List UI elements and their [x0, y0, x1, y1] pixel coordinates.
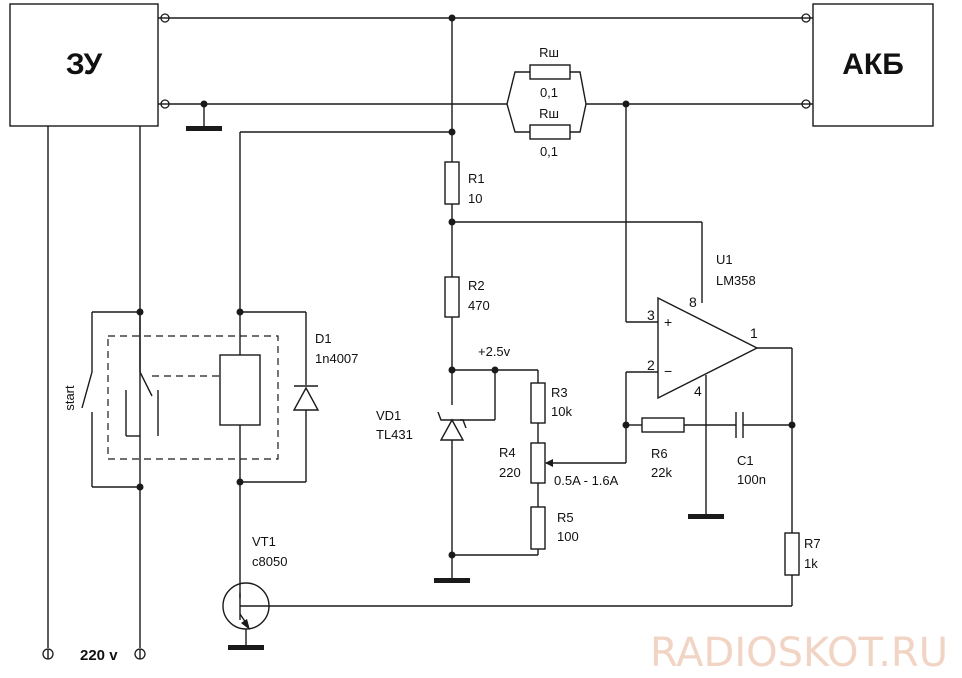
- pin-2: 2: [647, 357, 655, 373]
- bottom-rail: [158, 99, 813, 131]
- vt1-name: VT1: [252, 534, 276, 549]
- pin-4: 4: [694, 383, 702, 399]
- battery-label: АКБ: [842, 48, 904, 81]
- pin-1: 1: [750, 325, 758, 341]
- u1-name: U1: [716, 252, 733, 267]
- r2-value: 470: [468, 298, 490, 313]
- battery-block: АКБ: [812, 3, 934, 127]
- opamp-plus: +: [664, 314, 672, 330]
- vt1-value: c8050: [252, 554, 287, 569]
- start-label: start: [62, 385, 77, 411]
- d1-value: 1n4007: [315, 351, 358, 366]
- r1-value: 10: [468, 191, 482, 206]
- opamp-minus: −: [664, 363, 672, 379]
- relay-section: D1 1n4007: [107, 308, 358, 540]
- resistor-r5: [530, 506, 546, 550]
- r1-name: R1: [468, 171, 485, 186]
- reference-voltage-label: +2.5v: [478, 344, 511, 359]
- divider-chain: R1 10 R2 470: [239, 18, 703, 583]
- feedback-network: R6 22k C1 100n: [641, 412, 796, 487]
- resistor-r2: [444, 276, 460, 318]
- r3-value: 10k: [551, 404, 572, 419]
- shunt-bottom-name: Rш: [539, 106, 559, 121]
- resistor-r6: [641, 417, 685, 433]
- shunt-resistors: Rш 0,1 Rш 0,1: [506, 45, 587, 159]
- resistor-r1: [444, 161, 460, 205]
- r5-name: R5: [557, 510, 574, 525]
- adjust-chain: R3 10k R4 220 0.5A - 1.6A R5 100: [499, 370, 626, 555]
- shunt-top-value: 0,1: [540, 85, 558, 100]
- r3-name: R3: [551, 385, 568, 400]
- r4-range: 0.5A - 1.6A: [554, 473, 619, 488]
- r5-value: 100: [557, 529, 579, 544]
- d1-name: D1: [315, 331, 332, 346]
- r6-name: R6: [651, 446, 668, 461]
- c1-name: C1: [737, 453, 754, 468]
- vd1-value: TL431: [376, 427, 413, 442]
- shunt-top-name: Rш: [539, 45, 559, 60]
- relay-coil: [219, 354, 261, 426]
- resistor-r7: [784, 532, 800, 576]
- mains-voltage-label: 220 v: [80, 647, 118, 664]
- r7-name: R7: [804, 536, 821, 551]
- u1-value: LM358: [716, 273, 756, 288]
- vd1-name: VD1: [376, 408, 401, 423]
- top-rail: [158, 13, 813, 23]
- pin-3: 3: [647, 307, 655, 323]
- resistor-r3: [530, 382, 546, 424]
- c1-value: 100n: [737, 472, 766, 487]
- ground-symbol: [434, 578, 470, 583]
- r7-value: 1k: [804, 556, 818, 571]
- potentiometer-r4: [530, 442, 546, 484]
- r4-name: R4: [499, 445, 516, 460]
- watermark-text: RADIOSKOT.RU: [650, 630, 948, 676]
- ground-symbol: [688, 514, 724, 519]
- r2-name: R2: [468, 278, 485, 293]
- r6-value: 22k: [651, 465, 672, 480]
- shunt-bottom-value: 0,1: [540, 144, 558, 159]
- charger-block: ЗУ: [9, 3, 159, 127]
- transistor-vt1: VT1 c8050: [222, 534, 287, 650]
- pin-8: 8: [689, 294, 697, 310]
- r4-value: 220: [499, 465, 521, 480]
- zener-tl431: VD1 TL431 +2.5v: [376, 344, 511, 442]
- ground-symbol: [228, 645, 264, 650]
- resistor-r7-group: R7 1k: [272, 532, 821, 607]
- opamp-lm358: + − 3 2 8 4 1 U1 LM358: [622, 104, 793, 533]
- ground-symbol: [186, 126, 222, 131]
- mains-and-switch: start 220 v: [42, 126, 159, 664]
- charger-label: ЗУ: [66, 48, 103, 81]
